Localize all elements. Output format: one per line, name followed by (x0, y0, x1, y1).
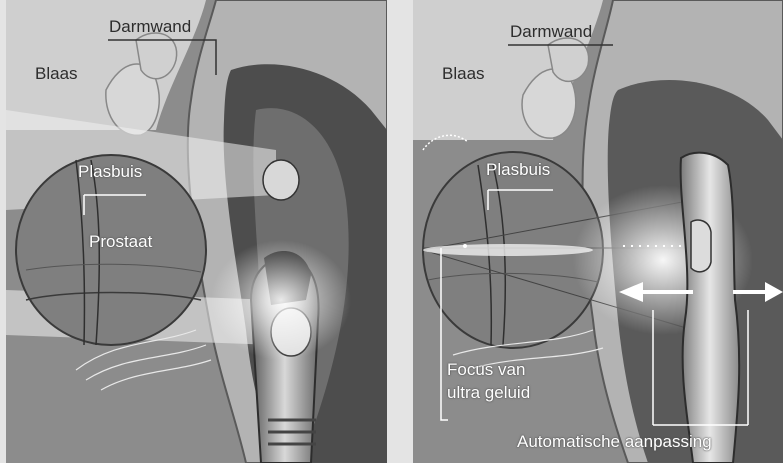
right-illustration-panel: Darmwand Blaas Plasbuis Focus van ultra … (413, 0, 783, 463)
ultrasound-probe (681, 153, 740, 463)
glow-left (211, 240, 351, 360)
focus-point (463, 244, 467, 248)
plasbuis-label: Plasbuis (78, 162, 142, 182)
left-illustration-panel: Darmwand Blaas Plasbuis Prostaat (6, 0, 387, 463)
focus-zone (423, 244, 593, 256)
plasbuis-label: Plasbuis (486, 160, 550, 180)
probe-element (691, 220, 711, 272)
focus-label-line1: Focus van (447, 360, 525, 380)
focus-label-line2: ultra geluid (447, 383, 530, 403)
blaas-label: Blaas (442, 64, 485, 84)
darmwand-label: Darmwand (510, 22, 592, 42)
darmwand-label: Darmwand (109, 17, 191, 37)
probe-element-upper (263, 160, 299, 200)
prostaat-label: Prostaat (89, 232, 152, 252)
automatische-aanpassing-label: Automatische aanpassing (517, 432, 712, 452)
blaas-label: Blaas (35, 64, 78, 84)
